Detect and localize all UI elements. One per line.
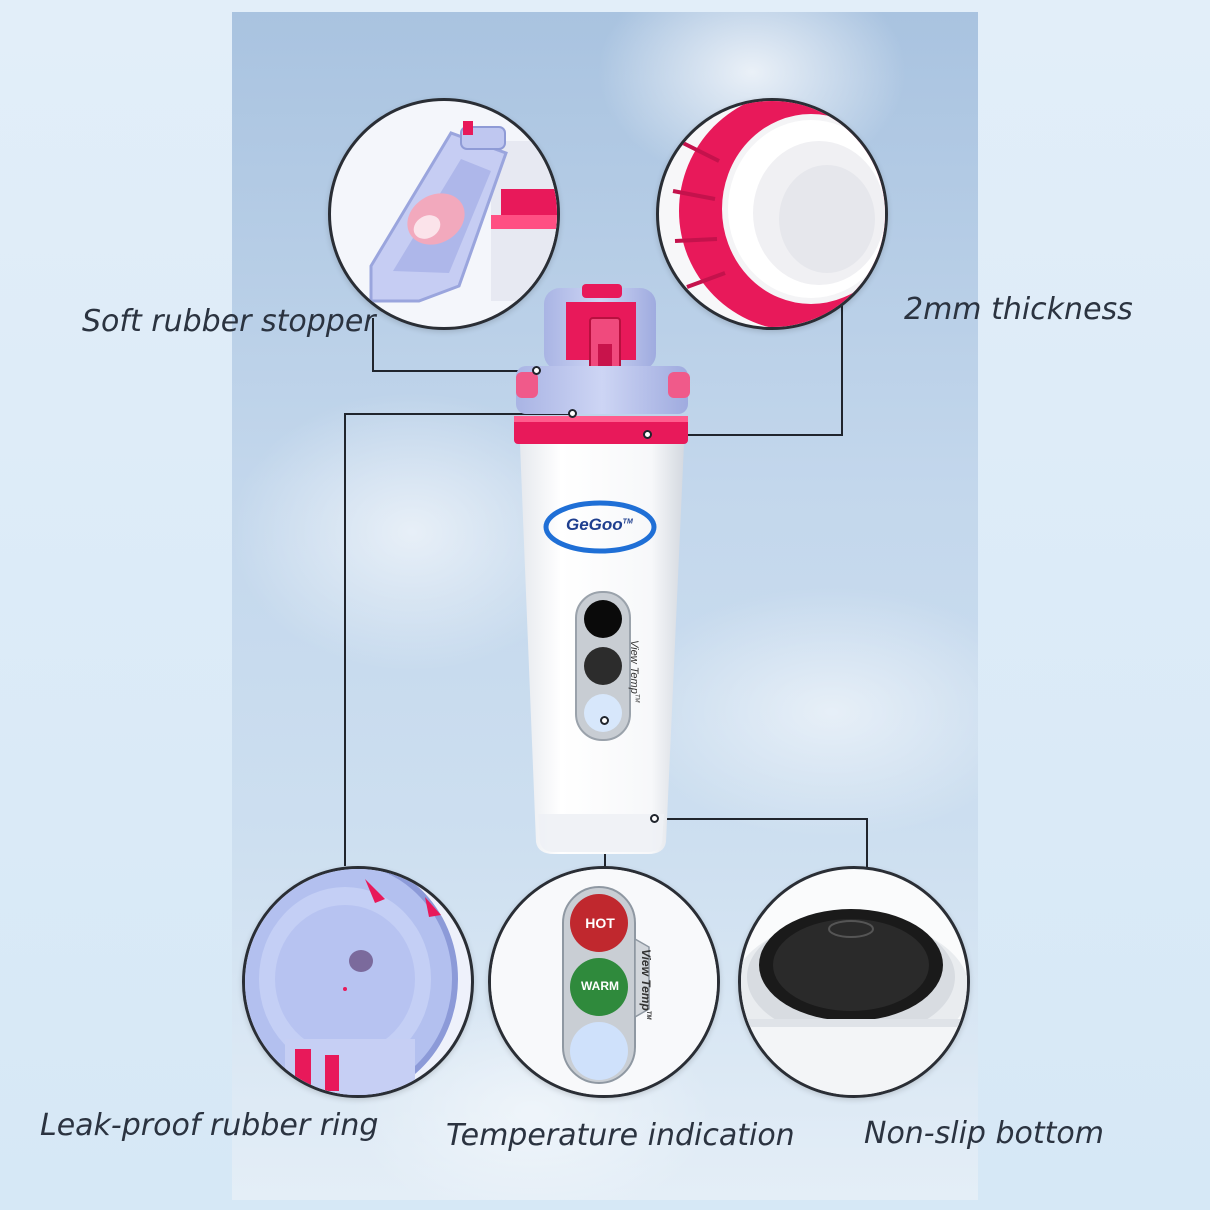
hot-label: HOT — [585, 915, 615, 931]
connector-line — [344, 413, 346, 866]
thickness-closeup — [656, 98, 888, 330]
connector-line — [654, 818, 868, 820]
connector-dot — [650, 814, 659, 823]
bottom-image — [741, 909, 967, 1095]
connector-line — [866, 818, 868, 868]
connector-dot — [643, 430, 652, 439]
temperature-panel — [491, 869, 717, 1095]
label-soft-rubber-stopper: Soft rubber stopper — [82, 304, 376, 339]
thickness-image — [672, 101, 885, 327]
view-temp-label: View TempTM — [628, 640, 640, 703]
label-2mm-thickness: 2mm thickness — [904, 292, 1133, 327]
temperature-closeup: HOT WARM View TempTM — [488, 866, 720, 1098]
connector-dot — [568, 409, 577, 418]
stopper-image — [369, 121, 557, 303]
label-leak-proof-ring: Leak-proof rubber ring — [40, 1108, 379, 1143]
connector-line — [841, 300, 843, 436]
connector-line — [372, 318, 374, 372]
connector-dot — [532, 366, 541, 375]
label-temperature-indication: Temperature indication — [446, 1118, 795, 1153]
bottom-closeup — [738, 866, 970, 1098]
connector-line — [344, 413, 572, 415]
brand-logo: GeGooTM — [566, 515, 633, 534]
connector-line — [648, 434, 843, 436]
label-non-slip-bottom: Non-slip bottom — [864, 1116, 1105, 1151]
stopper-closeup — [328, 98, 560, 330]
ring-image — [245, 869, 458, 1095]
ring-closeup — [242, 866, 474, 1098]
connector-line — [372, 370, 536, 372]
connector-dot — [600, 716, 609, 725]
warm-label: WARM — [581, 979, 619, 993]
water-bottle — [514, 284, 690, 854]
view-temp-closeup-label: View TempTM — [639, 949, 653, 1020]
